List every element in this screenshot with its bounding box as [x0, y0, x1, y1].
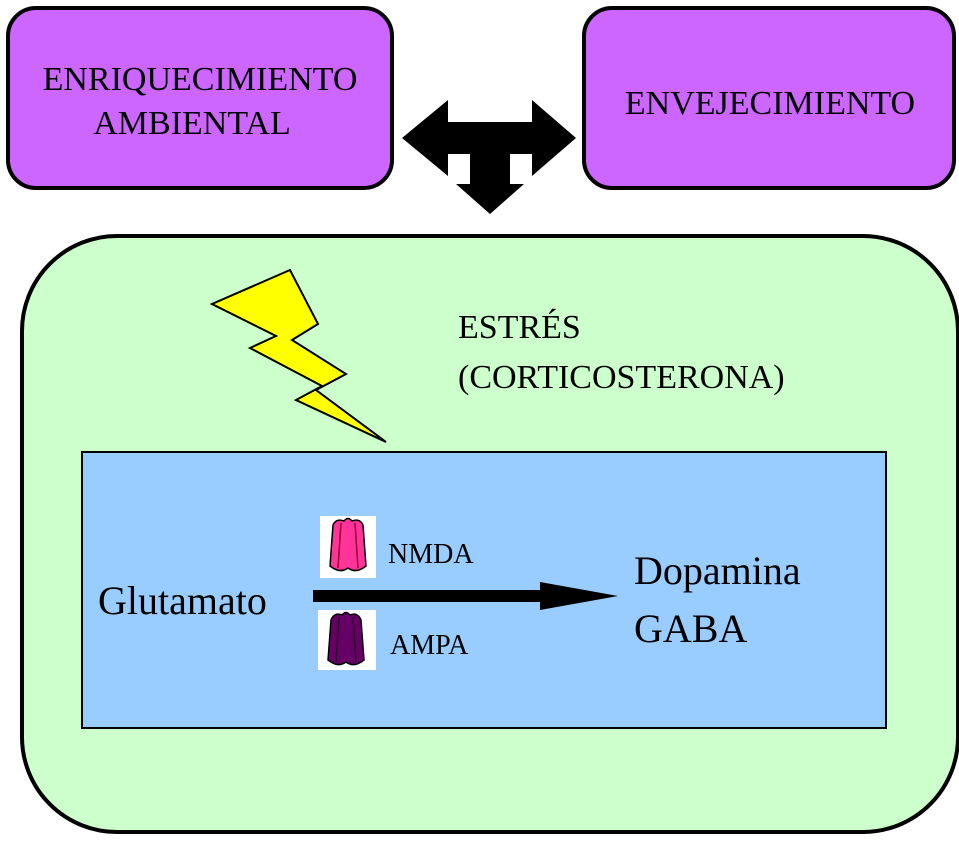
enrichment-label-line1: ENRIQUECIMIENTO — [43, 61, 358, 98]
triple-arrow-icon — [402, 100, 576, 214]
nmda-receptor-icon — [320, 516, 376, 578]
stress-label-line2: (CORTICOSTERONA) — [458, 359, 785, 396]
aging-box: ENVEJECIMIENTO — [582, 6, 956, 190]
right-arrow-icon — [313, 582, 618, 610]
aging-label: ENVEJECIMIENTO — [625, 85, 915, 122]
nmda-label: NMDA — [388, 539, 474, 570]
lightning-icon — [209, 268, 387, 443]
ampa-label: AMPA — [390, 630, 469, 661]
enrichment-box: ENRIQUECIMIENTO AMBIENTAL — [6, 6, 394, 190]
ampa-receptor-icon — [318, 610, 376, 670]
enrichment-label-line2: AMBIENTAL — [93, 105, 290, 142]
dopamine-label: Dopamina — [634, 548, 801, 593]
stress-label-line1: ESTRÉS — [458, 309, 581, 346]
glutamate-label: Glutamato — [98, 578, 267, 623]
gaba-label: GABA — [634, 606, 747, 651]
